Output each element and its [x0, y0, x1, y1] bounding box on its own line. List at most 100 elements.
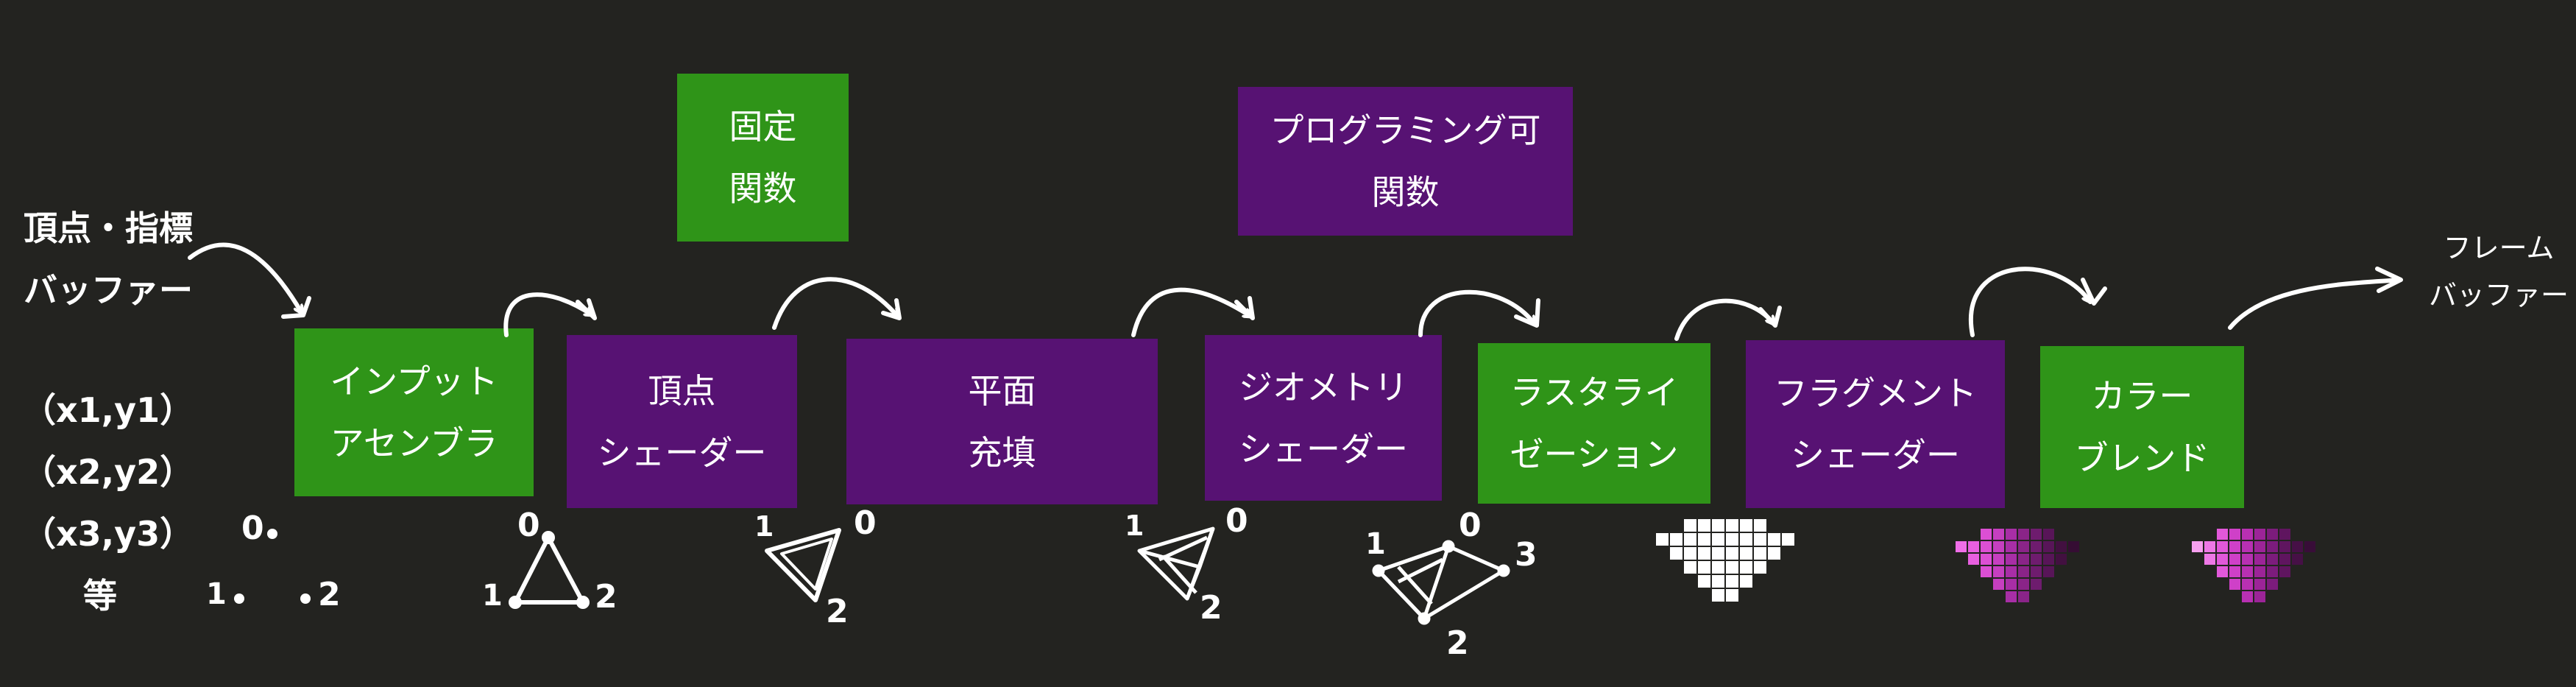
stage-plane-fill-line-1: 平面 — [968, 370, 1036, 411]
pixel-cell — [2267, 566, 2278, 577]
points-label-2: 2 — [318, 576, 341, 613]
pixel-cell — [2217, 554, 2228, 565]
source-buffer-line-2: バッファー — [24, 270, 193, 310]
pixel-cell — [1656, 533, 1669, 546]
pixel-cell — [1968, 541, 1979, 552]
pixel-cell — [1754, 561, 1766, 574]
arrow-raster-to-fragment — [1674, 298, 1776, 341]
blend-pixel-grid — [2192, 529, 2315, 602]
pixel-cell — [2006, 566, 2017, 577]
pixel-cell — [1993, 541, 2004, 552]
pixel-cell — [1740, 533, 1752, 546]
quad-label-0: 0 — [1459, 507, 1482, 544]
stage-fragment-shader-line-2: シェーダー — [1791, 435, 1960, 475]
pixel-cell — [2018, 591, 2029, 602]
pixel-cell — [2018, 529, 2029, 540]
frame-buffer-line-2: バッファー — [2429, 279, 2569, 311]
pixel-cell — [2043, 554, 2054, 565]
pixel-cell — [1768, 547, 1780, 560]
stage-color-blend: カラー ブレンド — [2040, 346, 2244, 508]
pixel-cell — [1726, 547, 1738, 560]
pixel-cell — [1981, 554, 1992, 565]
legend-programmable-function: プログラミング可 関数 — [1238, 87, 1573, 236]
pixel-cell — [1712, 561, 1724, 574]
pixel-cell — [1698, 561, 1710, 574]
stage-vertex-shader: 頂点 シェーダー — [567, 335, 797, 508]
pixel-cell — [2292, 554, 2303, 565]
coord-2: （x2,y2） — [22, 452, 194, 492]
filled-triangle-sketch — [765, 528, 841, 602]
pixel-cell — [2031, 566, 2042, 577]
points-label-1: 1 — [206, 577, 227, 611]
stage-color-blend-line-2: ブレンド — [2074, 438, 2210, 478]
arrow-blend-to-output — [2228, 280, 2402, 330]
stage-fragment-shader: フラグメント シェーダー — [1746, 340, 2005, 508]
arrow-geometry-to-raster — [1418, 289, 1537, 337]
pixel-cell — [2254, 579, 2265, 590]
stage-input-assembler: インプット アセンブラ — [294, 328, 534, 496]
pixel-cell — [1712, 533, 1724, 546]
pixel-cell — [2006, 591, 2017, 602]
quad-label-2: 2 — [1446, 624, 1469, 662]
pixel-cell — [1670, 533, 1682, 546]
pixel-cell — [2018, 566, 2029, 577]
pixel-cell — [1740, 575, 1752, 588]
pixel-cell — [1684, 519, 1696, 532]
pixel-cell — [2242, 541, 2253, 552]
pixel-cell — [2229, 554, 2240, 565]
pixel-cell — [2229, 566, 2240, 577]
stage-rasterization: ラスタライ ゼーション — [1478, 343, 1710, 504]
pixel-cell — [1768, 533, 1780, 546]
pixel-cell — [2229, 541, 2240, 552]
legend-fixed-line-1: 固定 — [729, 107, 797, 147]
source-buffer-line-1: 頂点・指標 — [24, 208, 193, 248]
geo-label-2: 2 — [1200, 589, 1222, 627]
pixel-cell — [2018, 579, 2029, 590]
fragment-pixel-grid — [1956, 529, 2079, 602]
pixel-cell — [1712, 547, 1724, 560]
pixel-cell — [1993, 529, 2004, 540]
geo-label-0: 0 — [1225, 502, 1248, 540]
triangle-label-0: 0 — [517, 507, 540, 544]
stage-rasterization-line-2: ゼーション — [1510, 434, 1679, 474]
coord-3: （x3,y3） — [22, 514, 194, 554]
pixel-cell — [1981, 529, 1992, 540]
stage-color-blend-line-1: カラー — [2091, 376, 2193, 416]
raster-pixel-grid — [1656, 519, 1794, 602]
pixel-cell — [2031, 554, 2042, 565]
pixel-cell — [1698, 533, 1710, 546]
pixel-cell — [1698, 547, 1710, 560]
fan-label-1: 1 — [754, 510, 774, 543]
arrow-input-to-vertex — [503, 292, 595, 337]
pixel-cell — [2204, 541, 2215, 552]
arrow-plane-to-geometry — [1131, 287, 1253, 337]
pixel-cell — [2056, 541, 2067, 552]
pixel-cell — [2018, 554, 2029, 565]
pixel-cell — [2031, 541, 2042, 552]
pixel-cell — [2217, 566, 2228, 577]
pixel-cell — [1993, 554, 2004, 565]
pixel-cell — [2254, 529, 2265, 540]
pixel-cell — [2292, 541, 2303, 552]
coord-etc: 等 — [83, 576, 117, 616]
pixel-cell — [2006, 554, 2017, 565]
pixel-cell — [1726, 533, 1738, 546]
legend-fixed-line-2: 関数 — [729, 169, 797, 208]
pixel-cell — [2006, 541, 2017, 552]
pixel-cell — [1993, 566, 2004, 577]
quad-strip-sketch — [1372, 540, 1510, 625]
pixel-cell — [2043, 541, 2054, 552]
pixel-cell — [2217, 541, 2228, 552]
pixel-cell — [2254, 554, 2265, 565]
points-label-0: 0 — [241, 510, 264, 547]
pixel-cell — [2006, 529, 2017, 540]
pixel-cell — [1740, 561, 1752, 574]
pixel-cell — [2267, 541, 2278, 552]
legend-programmable-line-1: プログラミング可 — [1270, 110, 1541, 150]
stage-vertex-shader-line-1: 頂点 — [648, 370, 716, 411]
pixel-cell — [1726, 519, 1738, 532]
pixel-cell — [1698, 575, 1710, 588]
stage-geometry-shader-line-1: ジオメトリ — [1239, 367, 1408, 407]
source-coords: （x1,y1） （x2,y2） （x3,y3） 等 — [22, 379, 194, 627]
pixel-cell — [1698, 519, 1710, 532]
